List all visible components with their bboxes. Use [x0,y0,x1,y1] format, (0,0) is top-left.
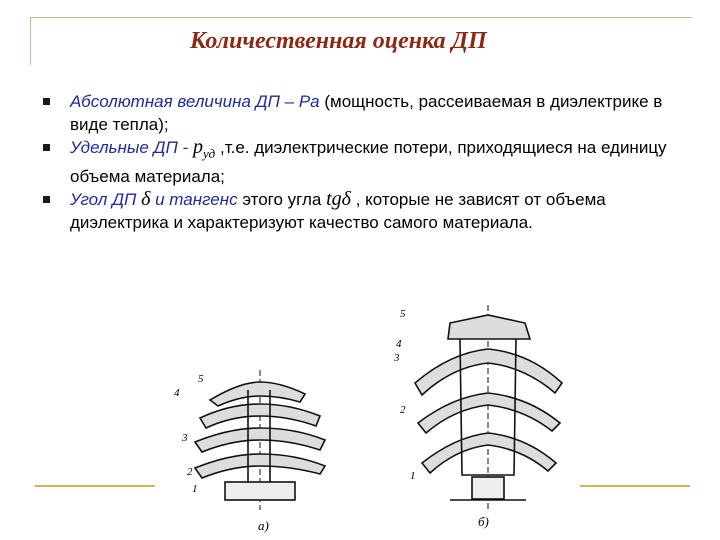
label-b-5: 5 [400,308,406,320]
label-b-3: 3 [394,352,400,364]
bullet-text: (мощность, рассеиваемая в диэлектрике в … [70,92,663,134]
label-a-3: 3 [182,432,188,444]
bullet-mid2: этого угла [237,190,327,209]
square-bullet-icon [43,196,50,203]
label-a-5: 5 [198,373,204,385]
bullet-item-angle: Угол ДП δ и тангенс этого угла tgδ , кот… [40,188,680,234]
frame-bottom-left-line [35,485,155,487]
formula-delta: δ [141,188,151,210]
frame-left-line [30,17,31,65]
label-b-2: 2 [400,404,406,416]
bullet-lead: Угол ДП [70,190,142,209]
label-b-4: 4 [396,338,402,350]
bullet-lead: Абсолютная величина ДП – Pa [70,92,320,111]
insulator-drawing-a [193,370,327,510]
bullet-item-specific: Удельные ДП - pуд ,т.е. диэлектрические … [40,136,680,188]
bullet-text: ,т.е. диэлектрические потери, приходящие… [70,138,667,186]
caption-a: а) [258,518,269,533]
square-bullet-icon [43,98,50,105]
bullet-lead: Удельные ДП - [70,138,193,157]
label-a-4: 4 [174,387,180,399]
frame-bottom-right-line [580,485,690,487]
formula-tgdelta: tgδ [326,188,351,210]
formula-p: pуд [192,136,216,161]
slide-title: Количественная оценка ДП [190,28,487,54]
bullet-list: Абсолютная величина ДП – Pa (мощность, р… [40,90,680,234]
insulator-drawing-b [413,305,564,510]
square-bullet-icon [43,144,50,151]
caption-b: б) [478,514,489,529]
bullet-text: , которые не зависят от объема диэлектри… [70,190,606,232]
bullet-item-absolute: Абсолютная величина ДП – Pa (мощность, р… [40,90,680,136]
bullet-mid: и тангенс [155,190,238,209]
label-a-2: 2 [187,466,193,478]
frame-top-line [30,17,692,18]
label-a-1: 1 [192,483,198,495]
label-b-1: 1 [410,470,416,482]
